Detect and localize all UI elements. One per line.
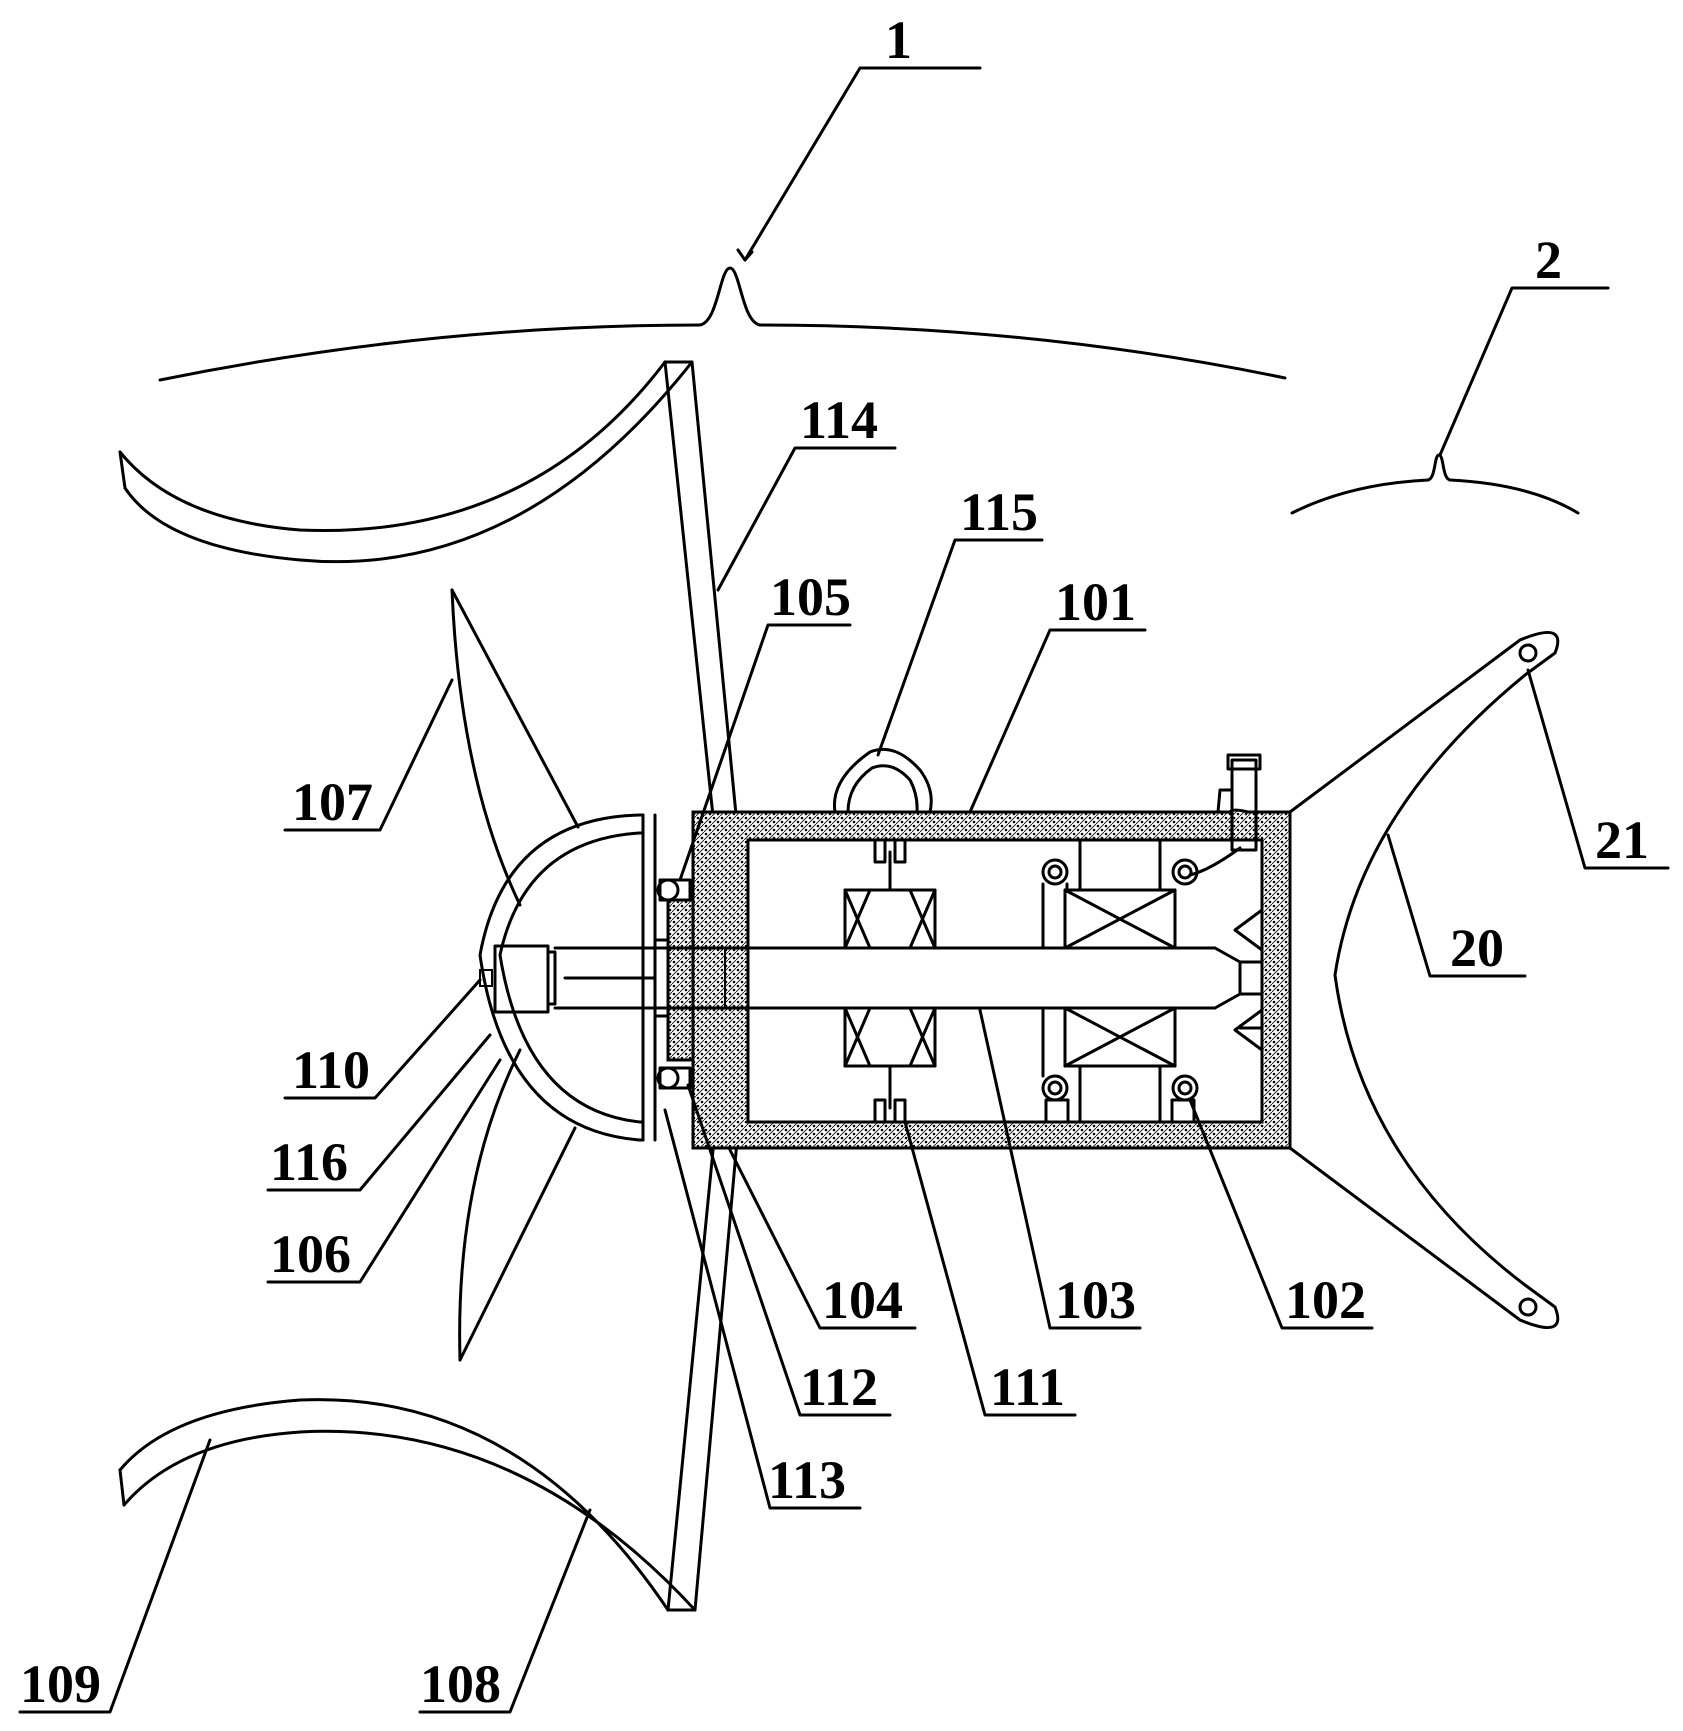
label-113: 113 <box>768 1450 846 1510</box>
leader-lines <box>18 66 1670 1714</box>
shaft-103 <box>479 944 1264 1014</box>
propeller-blade-107 <box>450 588 580 907</box>
label-2: 2 <box>1535 230 1562 290</box>
bearing-111 <box>843 838 937 1124</box>
label-103: 103 <box>1055 1270 1136 1330</box>
label-116: 116 <box>270 1132 348 1192</box>
label-107: 107 <box>292 772 373 832</box>
canopy-arc-1 <box>158 266 1287 382</box>
flange-bolts <box>653 878 692 1090</box>
label-105: 105 <box>770 567 851 627</box>
rear-valve <box>1233 908 1264 1052</box>
label-102: 102 <box>1285 1270 1366 1330</box>
label-21: 21 <box>1595 810 1649 870</box>
label-104: 104 <box>822 1270 903 1330</box>
tail-fin-20 <box>1288 631 1560 1329</box>
top-connector <box>1188 753 1262 877</box>
label-112: 112 <box>800 1357 878 1417</box>
label-109: 109 <box>20 1654 101 1714</box>
canopy-arc-2 <box>1290 453 1580 515</box>
label-111: 111 <box>990 1357 1065 1417</box>
label-108: 108 <box>420 1654 501 1714</box>
generator-102 <box>1041 838 1199 1124</box>
label-20: 20 <box>1450 918 1504 978</box>
lower-curved-blade <box>118 1398 697 1612</box>
label-115: 115 <box>960 482 1038 542</box>
handle-115 <box>832 747 933 814</box>
propeller-blade-lower <box>458 1048 577 1362</box>
label-106: 106 <box>270 1224 351 1284</box>
label-110: 110 <box>292 1040 370 1100</box>
housing-101 <box>666 808 1292 1150</box>
callout-labels: 1 2 114 115 105 101 107 21 20 110 116 10… <box>20 10 1649 1714</box>
upper-curved-blade <box>118 360 694 564</box>
label-114: 114 <box>800 390 878 450</box>
label-1: 1 <box>885 10 912 70</box>
label-101: 101 <box>1055 572 1136 632</box>
